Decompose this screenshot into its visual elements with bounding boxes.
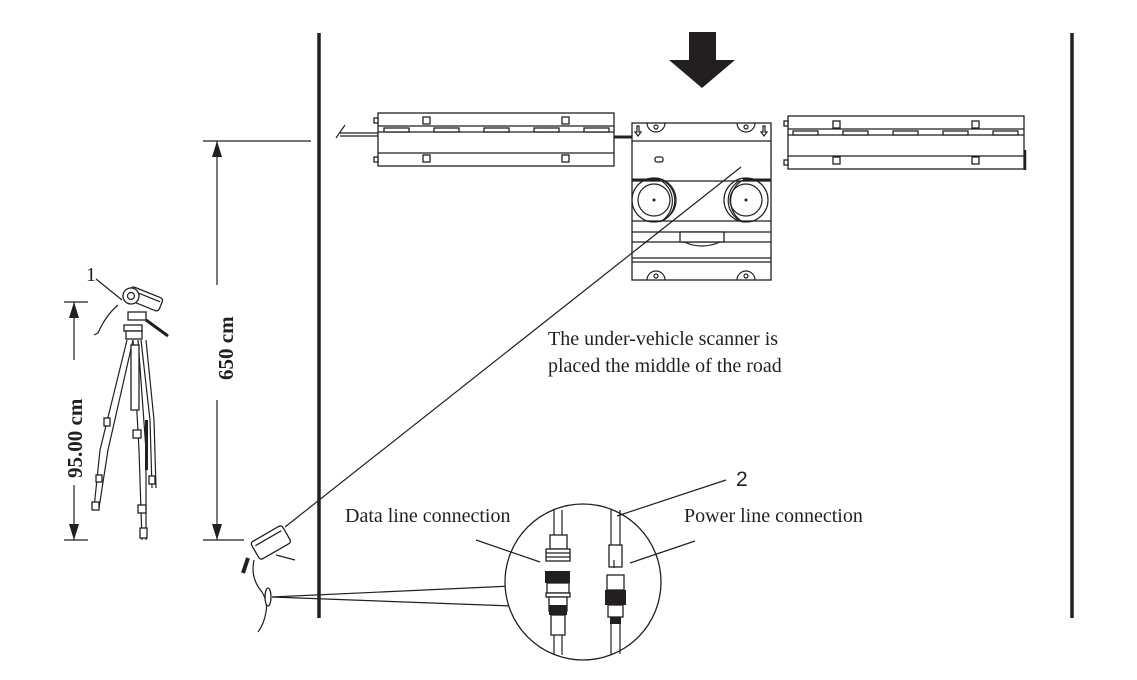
ramp-right: [783, 115, 1027, 170]
connector-detail: [475, 479, 727, 661]
height-label: 95.00 cm: [63, 398, 87, 478]
magnifier-pointer-lower: [271, 596, 513, 607]
scanner-note-line2: placed the middle of the road: [548, 355, 782, 377]
scanner-note-line1: The under-vehicle scanner is: [548, 328, 778, 350]
distance-label: 650 cm: [214, 316, 238, 380]
callout-1: 1: [86, 264, 96, 286]
ramp-left: [335, 112, 632, 167]
camera-sight-line: [284, 166, 742, 528]
camera-tripod: 1: [86, 264, 169, 541]
magnifier-pointer-upper: [271, 585, 513, 598]
power-line-label: Power line connection: [684, 505, 863, 527]
callout-2: 2: [736, 468, 748, 491]
power-adapter: [241, 525, 296, 633]
dimension-650: [203, 140, 311, 541]
dimension-95: [64, 301, 88, 541]
data-line-label: Data line connection: [345, 505, 511, 527]
scanner-unit: [631, 122, 772, 281]
arrow-down-icon: [669, 32, 735, 88]
